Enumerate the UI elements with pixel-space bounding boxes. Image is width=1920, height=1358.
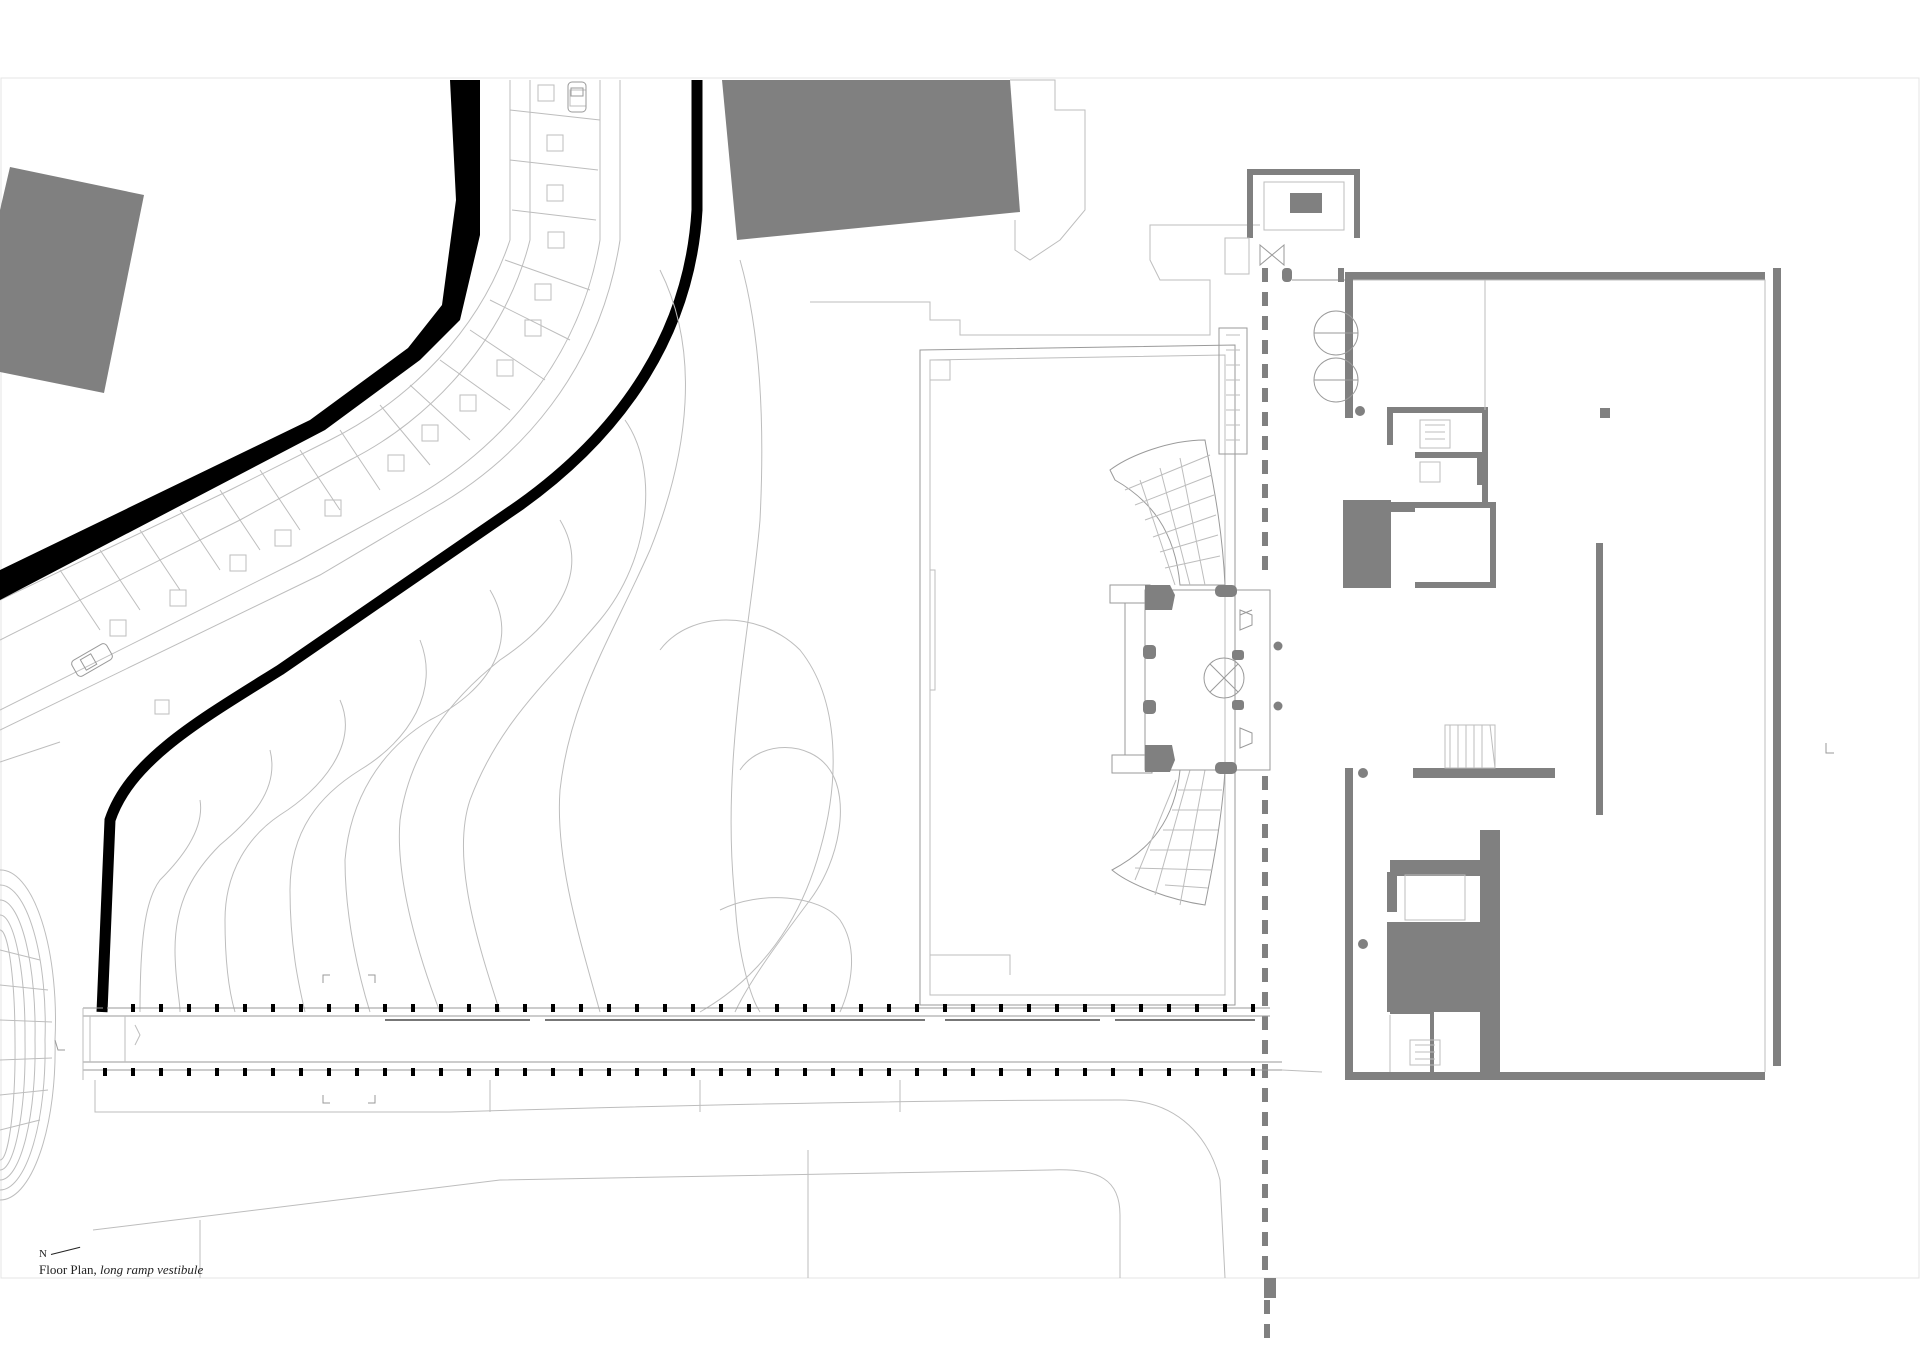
fan-seating-lower bbox=[1111, 769, 1226, 906]
north-arrow-icon bbox=[50, 1246, 81, 1255]
courtyard bbox=[810, 224, 1260, 1006]
north-arrow: N bbox=[39, 1246, 203, 1262]
retaining-wall-right bbox=[96, 80, 703, 1013]
road-parking bbox=[0, 80, 621, 763]
retaining-wall-left bbox=[0, 80, 480, 600]
building-outline-top bbox=[1010, 79, 1086, 261]
bench bbox=[1218, 327, 1248, 455]
building-mass-left bbox=[0, 167, 144, 393]
car-icon bbox=[71, 643, 113, 677]
amphitheatre bbox=[0, 869, 65, 1201]
plan-title-main: Floor Plan, bbox=[39, 1262, 97, 1277]
plan-caption: N Floor Plan, long ramp vestibule bbox=[39, 1246, 203, 1278]
north-label: N bbox=[39, 1248, 47, 1260]
long-ramp bbox=[82, 974, 1323, 1279]
stair-tower bbox=[1224, 169, 1360, 282]
colonnade-wall bbox=[1262, 268, 1276, 1338]
sheet-frame bbox=[0, 77, 1920, 1279]
plan-title: Floor Plan, long ramp vestibule bbox=[39, 1262, 203, 1278]
plan-title-subtitle: long ramp vestibule bbox=[100, 1262, 204, 1277]
entry-pavilion bbox=[1109, 584, 1283, 774]
fan-seating-upper bbox=[1109, 439, 1226, 586]
car-icon bbox=[567, 81, 587, 113]
landscape-contours bbox=[139, 259, 852, 1013]
building-mass-top bbox=[722, 80, 1020, 240]
main-building bbox=[1313, 268, 1834, 1080]
